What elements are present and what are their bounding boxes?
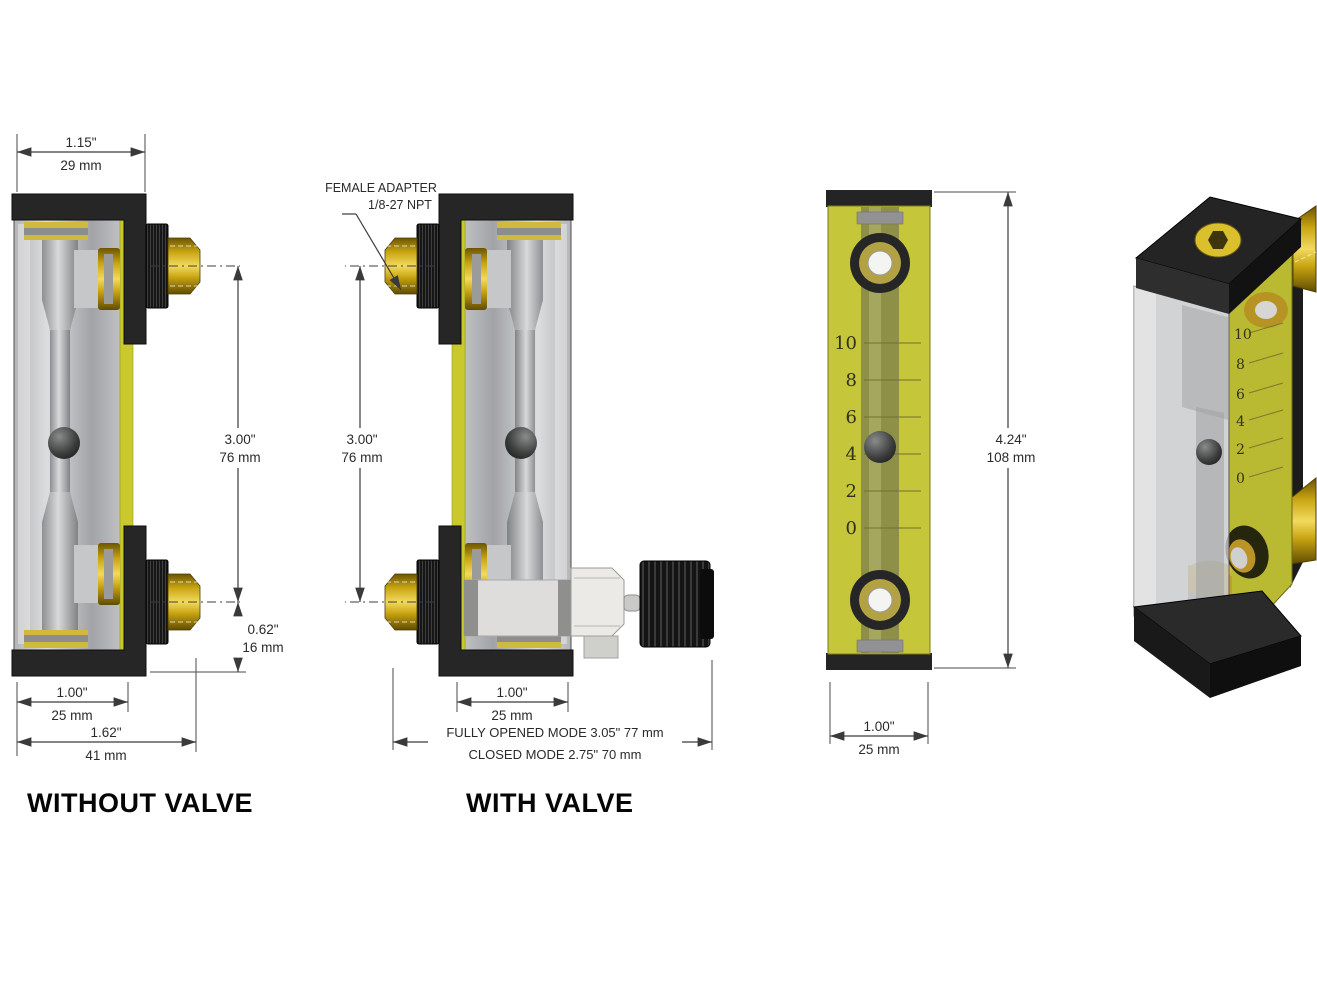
front-top-port (850, 233, 910, 293)
top-elbow (74, 250, 100, 308)
scale-number: 0 (1236, 471, 1245, 487)
dim-body-mm: 25 mm (491, 708, 532, 723)
mode-line2: CLOSED MODE 2.75" 70 mm (469, 747, 642, 762)
top-elbow-seal (104, 254, 113, 304)
label-without-valve: WITHOUT VALVE (27, 788, 253, 818)
dim-width-mm: 29 mm (60, 158, 101, 173)
scale-number: 0 (846, 518, 857, 539)
front-bottom-port (850, 570, 910, 630)
valve-knob-end (700, 569, 714, 639)
iso-scale-ticks (1248, 322, 1284, 478)
mode-line1: FULLY OPENED MODE 3.05" 77 mm (446, 725, 663, 740)
dim-offset-in: 0.62" (247, 622, 278, 637)
top-cap (11, 193, 147, 345)
dim-body-in: 1.00" (496, 685, 527, 700)
scale-number: 6 (1236, 387, 1245, 403)
valve-knob (639, 560, 711, 648)
adapter-note-line2: 1/8-27 NPT (368, 198, 432, 212)
valve-stem-housing (583, 635, 619, 659)
dim-offset-mm: 16 mm (242, 640, 283, 655)
iso-top-cap-right (1229, 219, 1301, 314)
port-bore (867, 587, 893, 613)
dims-without-valve: 1.15" 29 mm 3.00" 76 mm 0.62" 16 mm 1.00… (16, 134, 284, 763)
scale-tick (1248, 409, 1284, 421)
iso-inner-tube (1196, 407, 1224, 618)
scale-number: 4 (1236, 414, 1245, 430)
float-ball (48, 427, 80, 459)
scale-tick (1248, 382, 1284, 394)
valve-assembly (463, 560, 714, 659)
iso-inner-tube-top (1182, 305, 1228, 420)
hex-thread-line (1294, 251, 1317, 263)
iso-bottom-cap-left (1134, 607, 1210, 698)
iso-glass-highlight (1134, 286, 1156, 620)
iso-float-ball (1196, 439, 1222, 465)
dim-width-mm: 25 mm (858, 742, 899, 757)
scale-tick (1248, 352, 1284, 364)
bottom-insert-ring (24, 635, 88, 642)
front-scale-numbers: 10 8 6 4 2 0 (834, 333, 857, 539)
front-top-cap (826, 190, 932, 207)
iso-top-port-bore (1255, 301, 1277, 319)
dim-depth-in: 1.62" (90, 725, 121, 740)
front-view: 10 8 6 4 2 0 (826, 190, 932, 670)
valve-cartridge-ring (464, 580, 478, 636)
bottom-elbow-seal (104, 549, 113, 599)
scale-tick (1248, 322, 1284, 334)
port-bore (867, 250, 893, 276)
dim-body-in: 1.00" (56, 685, 87, 700)
body-highlight (18, 224, 30, 644)
front-bottom-fitting-band (856, 639, 904, 653)
dim-span-in: 3.00" (224, 432, 255, 447)
scale-tick (1248, 466, 1284, 478)
scale-number: 8 (846, 370, 857, 391)
iso-bottom-port-bore (1230, 547, 1248, 569)
scale-number: 2 (1236, 442, 1245, 458)
valve-cartridge-ring (558, 580, 572, 636)
front-top-fitting-band (856, 211, 904, 225)
valve-cartridge (463, 579, 573, 637)
dims-front-view: 4.24" 108 mm 1.00" 25 mm (829, 191, 1036, 757)
flow-tube-bottom (42, 492, 78, 630)
scale-number: 4 (846, 444, 857, 465)
front-flow-tube-highlight (869, 207, 881, 653)
valve-hex-body (570, 567, 625, 637)
flow-tube-top (42, 240, 78, 330)
valve-stem (623, 594, 641, 612)
dim-height-in: 4.24" (995, 432, 1026, 447)
bottom-elbow (74, 545, 100, 603)
dim-width-in: 1.15" (65, 135, 96, 150)
front-float-ball (864, 431, 896, 463)
dim-width-in: 1.00" (863, 719, 894, 734)
iso-top-plug-hex-socket (1208, 231, 1228, 249)
iso-view: 10 8 6 4 2 0 (1132, 196, 1317, 698)
adapter-note-line1: FEMALE ADAPTER (325, 181, 437, 195)
top-insert-ring (24, 228, 88, 235)
scale-number: 2 (846, 481, 857, 502)
flowmeter-side-view-geometry (11, 193, 240, 677)
bottom-cap (11, 525, 147, 677)
scale-number: 10 (834, 333, 857, 354)
front-bottom-cap (826, 653, 932, 670)
dim-depth-mm: 41 mm (85, 748, 126, 763)
label-with-valve: WITH VALVE (466, 788, 634, 818)
iso-bottom-cap-right (1210, 636, 1301, 698)
scale-number: 8 (1236, 357, 1245, 373)
dim-height-mm: 108 mm (987, 450, 1036, 465)
flow-tube (50, 330, 70, 492)
scale-number: 6 (846, 407, 857, 428)
scale-tick (1248, 437, 1284, 449)
dim-span-mm: 76 mm (341, 450, 382, 465)
dim-span-mm: 76 mm (219, 450, 260, 465)
iso-top-cap-left (1136, 258, 1229, 314)
leader-line-adapter (355, 213, 402, 291)
dim-span-in: 3.00" (346, 432, 377, 447)
iso-scale-numbers: 10 8 6 4 2 0 (1234, 327, 1252, 487)
scale-number: 10 (1234, 327, 1252, 343)
dims-with-valve: FEMALE ADAPTER 1/8-27 NPT 3.00" 76 mm 1.… (325, 181, 713, 762)
dim-body-mm: 25 mm (51, 708, 92, 723)
